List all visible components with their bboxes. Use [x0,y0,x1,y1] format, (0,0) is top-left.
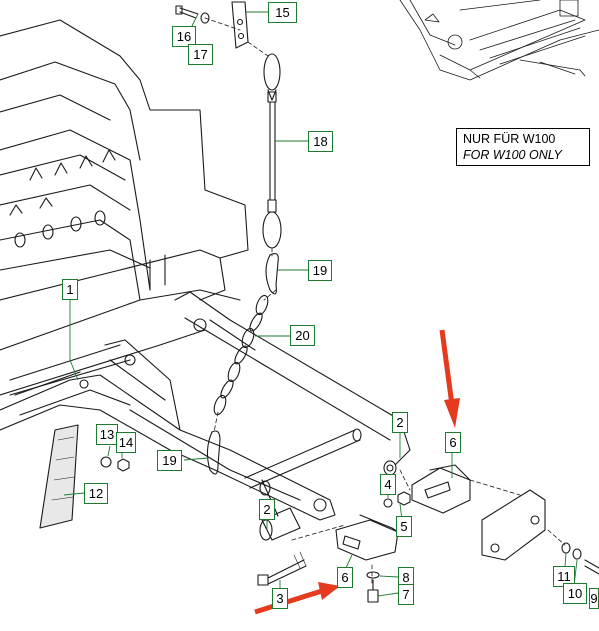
callout-15: 15 [268,2,297,23]
callout-14: 14 [116,432,136,453]
callout-20: 20 [290,325,315,346]
bolt-3 [257,551,307,586]
note-english: FOR W100 ONLY [463,148,562,162]
red-arrows [254,329,460,615]
callout-3: 3 [272,588,288,609]
callout-2-right: 2 [392,412,408,433]
callout-9: 9 [589,588,599,609]
note-german: NUR FÜR W100 [463,132,556,146]
callout-2-bottom: 2 [259,499,275,520]
callout-10: 10 [563,583,587,604]
assembly-lines [204,17,566,586]
support-foot [39,424,79,529]
bracket-15 [231,1,249,49]
bolt-16 [175,5,210,24]
thumbnail-machine [399,0,599,81]
bracket-6-lower [335,514,399,561]
callout-1: 1 [62,279,78,300]
hook-top [265,253,279,295]
wire-rope [262,53,282,249]
bracket-6-upper [411,464,471,514]
bush-2 [259,479,301,541]
callout-16: 16 [172,26,196,47]
callout-7: 7 [398,584,414,605]
chain [213,294,269,416]
callout-18: 18 [308,131,333,152]
callout-6-bottom: 6 [337,567,353,588]
callout-19-bottom: 19 [157,450,182,471]
arrow-bottom [254,587,326,615]
machine-frame [0,19,249,396]
callout-6-right: 6 [445,432,461,453]
arrow-right [439,329,455,406]
callout-13: 13 [96,424,118,445]
drawbar-frame [0,291,411,521]
callout-12: 12 [84,483,108,504]
w100-note: NUR FÜR W100 FOR W100 ONLY [456,128,590,166]
callout-17: 17 [188,44,213,65]
callout-19-top: 19 [308,260,332,281]
plate [481,489,546,561]
hook-bottom [206,430,221,475]
callout-5: 5 [396,516,412,537]
callout-4: 4 [380,474,396,495]
